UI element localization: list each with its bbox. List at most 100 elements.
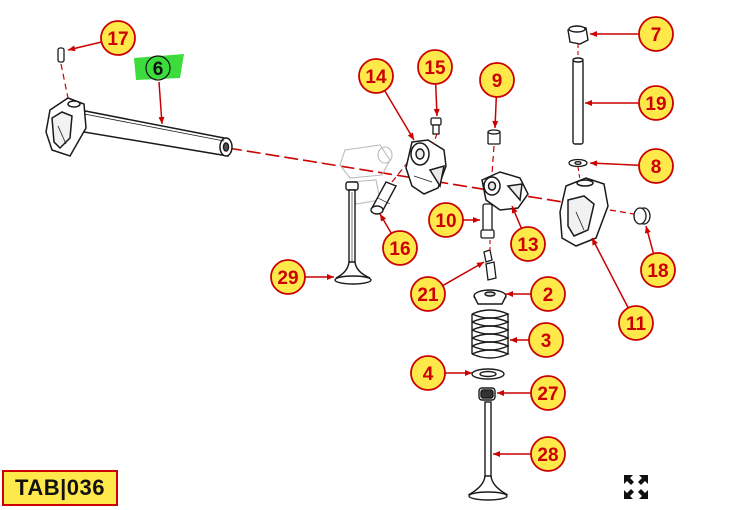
part-9-cap bbox=[487, 129, 501, 145]
callout-circle bbox=[270, 259, 306, 295]
callout-number: 7 bbox=[651, 25, 662, 46]
leader-arrowhead bbox=[585, 100, 592, 106]
part-18-plug bbox=[633, 207, 651, 225]
callout-13: 13 bbox=[510, 205, 546, 262]
callout-7: 7 bbox=[590, 16, 674, 52]
leader-arrowhead bbox=[465, 370, 472, 376]
callout-circle bbox=[428, 202, 464, 238]
part-19-stud bbox=[572, 57, 584, 145]
callout-circle bbox=[410, 355, 446, 391]
callout-circle bbox=[510, 226, 546, 262]
leader-arrowhead bbox=[644, 226, 651, 234]
callout-circle bbox=[528, 322, 564, 358]
callout-number: 9 bbox=[492, 71, 503, 92]
callout-8: 8 bbox=[589, 148, 674, 184]
callout-circle bbox=[358, 58, 394, 94]
callout-circle bbox=[638, 16, 674, 52]
callout-number: 28 bbox=[537, 445, 558, 466]
callout-21: 21 bbox=[410, 261, 485, 312]
callout-number: 3 bbox=[541, 331, 552, 352]
leader-line bbox=[442, 261, 485, 287]
part-17-pin bbox=[57, 47, 69, 99]
callout-number: 21 bbox=[417, 285, 439, 306]
callout-11: 11 bbox=[591, 237, 654, 341]
callout-17: 17 bbox=[67, 20, 136, 56]
leader-arrowhead bbox=[433, 108, 440, 116]
callout-circle bbox=[382, 230, 418, 266]
part-14-rocker-arm bbox=[405, 139, 447, 195]
callout-16: 16 bbox=[379, 213, 418, 266]
callout-circle bbox=[145, 55, 171, 81]
leader-line bbox=[158, 81, 163, 125]
callout-number: 4 bbox=[423, 364, 434, 385]
leader-line bbox=[384, 90, 415, 141]
part-7-nut bbox=[567, 25, 589, 45]
leader-arrowhead bbox=[497, 390, 504, 396]
callout-circle bbox=[530, 276, 566, 312]
leader-arrowhead bbox=[492, 120, 499, 128]
callout-18: 18 bbox=[640, 225, 676, 288]
leader-arrowhead bbox=[380, 214, 387, 222]
callout-circle bbox=[417, 49, 453, 85]
callout-number: 2 bbox=[543, 285, 554, 306]
callout-4: 4 bbox=[410, 355, 472, 391]
leader-arrowhead bbox=[506, 291, 513, 297]
part-21-keepers bbox=[483, 249, 497, 281]
left-shaft-bracket-part bbox=[45, 97, 87, 157]
leader-arrowhead bbox=[407, 132, 414, 140]
leader-arrowhead bbox=[68, 45, 76, 52]
leader-arrowhead bbox=[473, 217, 480, 223]
callout-number: 17 bbox=[107, 29, 128, 50]
callout-27: 27 bbox=[497, 375, 566, 411]
callout-number: 16 bbox=[389, 239, 410, 260]
shaft-axis-line bbox=[227, 147, 601, 209]
callout-circle bbox=[410, 276, 446, 312]
callout-number: 27 bbox=[537, 384, 558, 405]
callout-number: 10 bbox=[435, 211, 456, 232]
callout-number: 18 bbox=[647, 261, 668, 282]
leader-arrowhead bbox=[476, 262, 484, 269]
leader-line bbox=[589, 162, 640, 166]
rocker-shaft-part bbox=[69, 107, 233, 157]
callout-circle bbox=[638, 148, 674, 184]
leader-arrowhead bbox=[158, 116, 165, 124]
part-15-screw bbox=[430, 117, 442, 135]
callout-10: 10 bbox=[428, 202, 480, 238]
callout-28: 28 bbox=[493, 436, 566, 472]
callout-circle bbox=[530, 375, 566, 411]
part-29-valve bbox=[334, 181, 372, 285]
callout-number: 19 bbox=[645, 94, 666, 115]
leader-arrowhead bbox=[590, 160, 598, 167]
part-8-washer bbox=[568, 158, 588, 168]
highlight-marker bbox=[134, 54, 184, 80]
tab-label: TAB|036 bbox=[2, 470, 118, 506]
leader-line bbox=[591, 237, 629, 309]
callout-circle bbox=[100, 20, 136, 56]
callout-circle bbox=[479, 62, 515, 98]
leader-arrowhead bbox=[510, 337, 517, 343]
part-16-adjuster bbox=[370, 181, 397, 215]
callout-number: 13 bbox=[517, 235, 538, 256]
callout-number: 11 bbox=[626, 314, 647, 335]
part-3-spring bbox=[471, 309, 510, 359]
leader-arrowhead bbox=[493, 451, 500, 457]
part-4-washer bbox=[471, 368, 505, 380]
part-10-lifter bbox=[480, 203, 495, 239]
callout-circle bbox=[640, 252, 676, 288]
part-27-seal bbox=[478, 387, 496, 401]
callout-9: 9 bbox=[479, 62, 515, 129]
expand-arrows-icon[interactable] bbox=[622, 473, 650, 501]
part-13-rocker-arm bbox=[481, 171, 529, 211]
callout-number: 14 bbox=[365, 67, 387, 88]
callout-19: 19 bbox=[585, 85, 674, 121]
callout-number: 8 bbox=[651, 157, 662, 178]
callout-circle bbox=[618, 305, 654, 341]
part-28-valve bbox=[467, 401, 509, 501]
callout-circle bbox=[638, 85, 674, 121]
callout-14: 14 bbox=[358, 58, 415, 141]
callout-number: 6 bbox=[153, 59, 164, 80]
callout-15: 15 bbox=[417, 49, 453, 117]
callout-3: 3 bbox=[510, 322, 564, 358]
